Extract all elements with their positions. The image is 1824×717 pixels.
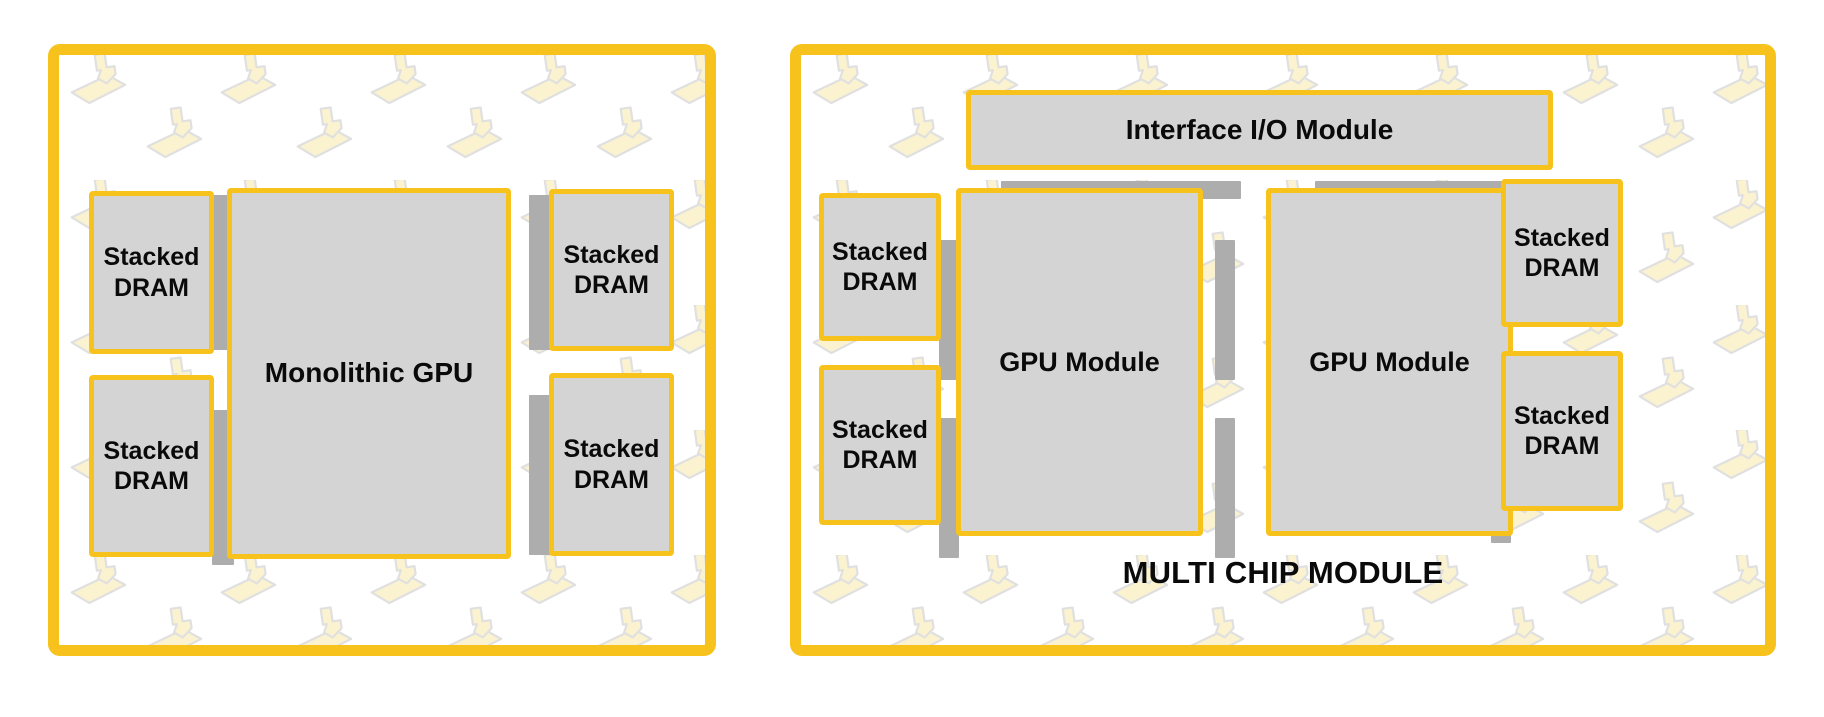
- stacked-dram-top-left[interactable]: Stacked DRAM: [89, 191, 214, 354]
- stacked-dram-label: Stacked DRAM: [563, 435, 660, 494]
- stacked-dram-label: Stacked DRAM: [103, 436, 200, 496]
- stacked-dram-bottom-right[interactable]: Stacked DRAM: [549, 373, 674, 556]
- gpu-module-block-1[interactable]: GPU Module: [956, 188, 1203, 536]
- connector-dram-left-top: [939, 240, 959, 380]
- gpu-module-block-2[interactable]: GPU Module: [1266, 188, 1513, 536]
- stacked-dram-bottom-right[interactable]: Stacked DRAM: [1501, 351, 1623, 511]
- stacked-dram-label: Stacked DRAM: [832, 237, 928, 297]
- connector-dram-left-bottom: [939, 418, 959, 558]
- stacked-dram-top-right[interactable]: Stacked DRAM: [549, 189, 674, 351]
- stacked-dram-label: Stacked DRAM: [832, 415, 928, 475]
- connector-gpu1-to-gpu2-bottom: [1215, 418, 1235, 558]
- connector-right-bottom: [529, 395, 551, 555]
- stacked-dram-bottom-left[interactable]: Stacked DRAM: [819, 365, 941, 525]
- monolithic-gpu-package: Stacked DRAM Stacked DRAM Stacked DRAM S…: [48, 44, 716, 656]
- multi-chip-module-caption: MULTI CHIP MODULE: [801, 555, 1765, 591]
- multi-chip-module-package: Interface I/O Module Stacked DRAM Stacke…: [790, 44, 1776, 656]
- interface-io-module-block[interactable]: Interface I/O Module: [966, 90, 1553, 170]
- multi-chip-module-caption-text: MULTI CHIP MODULE: [1122, 555, 1444, 590]
- stacked-dram-top-left[interactable]: Stacked DRAM: [819, 193, 941, 341]
- stacked-dram-top-right[interactable]: Stacked DRAM: [1501, 179, 1623, 327]
- gpu-module-label: GPU Module: [1309, 346, 1470, 377]
- connector-gpu1-to-gpu2-top: [1215, 240, 1235, 380]
- stacked-dram-label: Stacked DRAM: [1514, 401, 1610, 461]
- monolithic-gpu-block[interactable]: Monolithic GPU: [227, 188, 511, 559]
- stacked-dram-label: Stacked DRAM: [103, 243, 200, 302]
- stacked-dram-bottom-left[interactable]: Stacked DRAM: [89, 375, 214, 557]
- stacked-dram-label: Stacked DRAM: [563, 240, 660, 300]
- monolithic-gpu-label: Monolithic GPU: [264, 357, 474, 389]
- connector-right-top: [529, 195, 551, 350]
- stacked-dram-label: Stacked DRAM: [1514, 223, 1610, 283]
- gpu-module-label: GPU Module: [999, 346, 1160, 377]
- interface-io-module-label: Interface I/O Module: [1125, 113, 1394, 145]
